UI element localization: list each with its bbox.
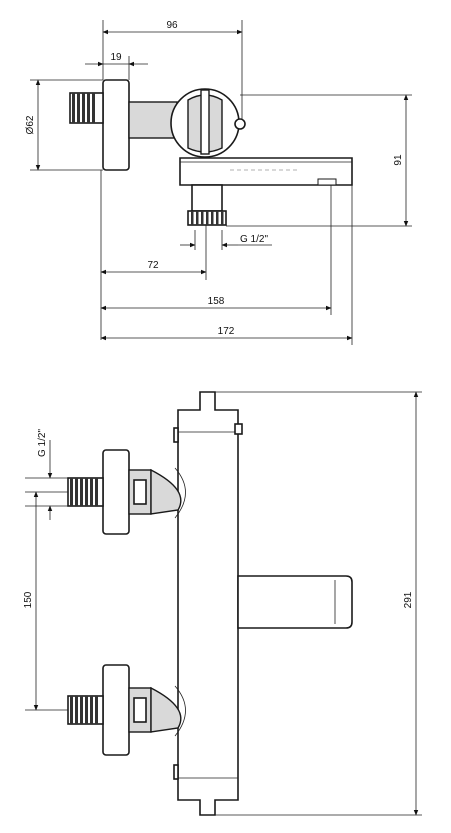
front-view: G 1/2" 150 291 <box>23 391 422 816</box>
connecting-arm <box>128 101 178 139</box>
dim-91-label: 91 <box>393 154 404 166</box>
dim-291-label: 291 <box>403 591 414 608</box>
knob-slot <box>200 89 210 155</box>
dim-thread-label: G 1/2" <box>240 234 268 245</box>
dim-150-label: 150 <box>23 591 34 608</box>
inlet-thread <box>69 92 104 124</box>
mixer-body-front <box>177 391 239 816</box>
outlet-body <box>191 184 223 212</box>
dim-diameter-label: Ø62 <box>25 115 36 134</box>
dim-172-label: 172 <box>218 326 235 337</box>
spout-front <box>237 575 353 629</box>
top-view: 96 19 Ø62 91 G 1/2" 72 158 <box>25 20 412 345</box>
dim-158-label: 158 <box>208 296 225 307</box>
dim-96-label: 96 <box>166 20 178 31</box>
top-cap-screw <box>234 423 243 435</box>
front-thread-label: G 1/2" <box>37 429 48 457</box>
dim-19-label: 19 <box>110 52 122 63</box>
lower-inlet <box>67 664 186 756</box>
upper-inlet <box>67 449 186 535</box>
side-screw <box>234 118 246 130</box>
dim-72-label: 72 <box>147 260 159 271</box>
wall-flange <box>102 79 130 171</box>
